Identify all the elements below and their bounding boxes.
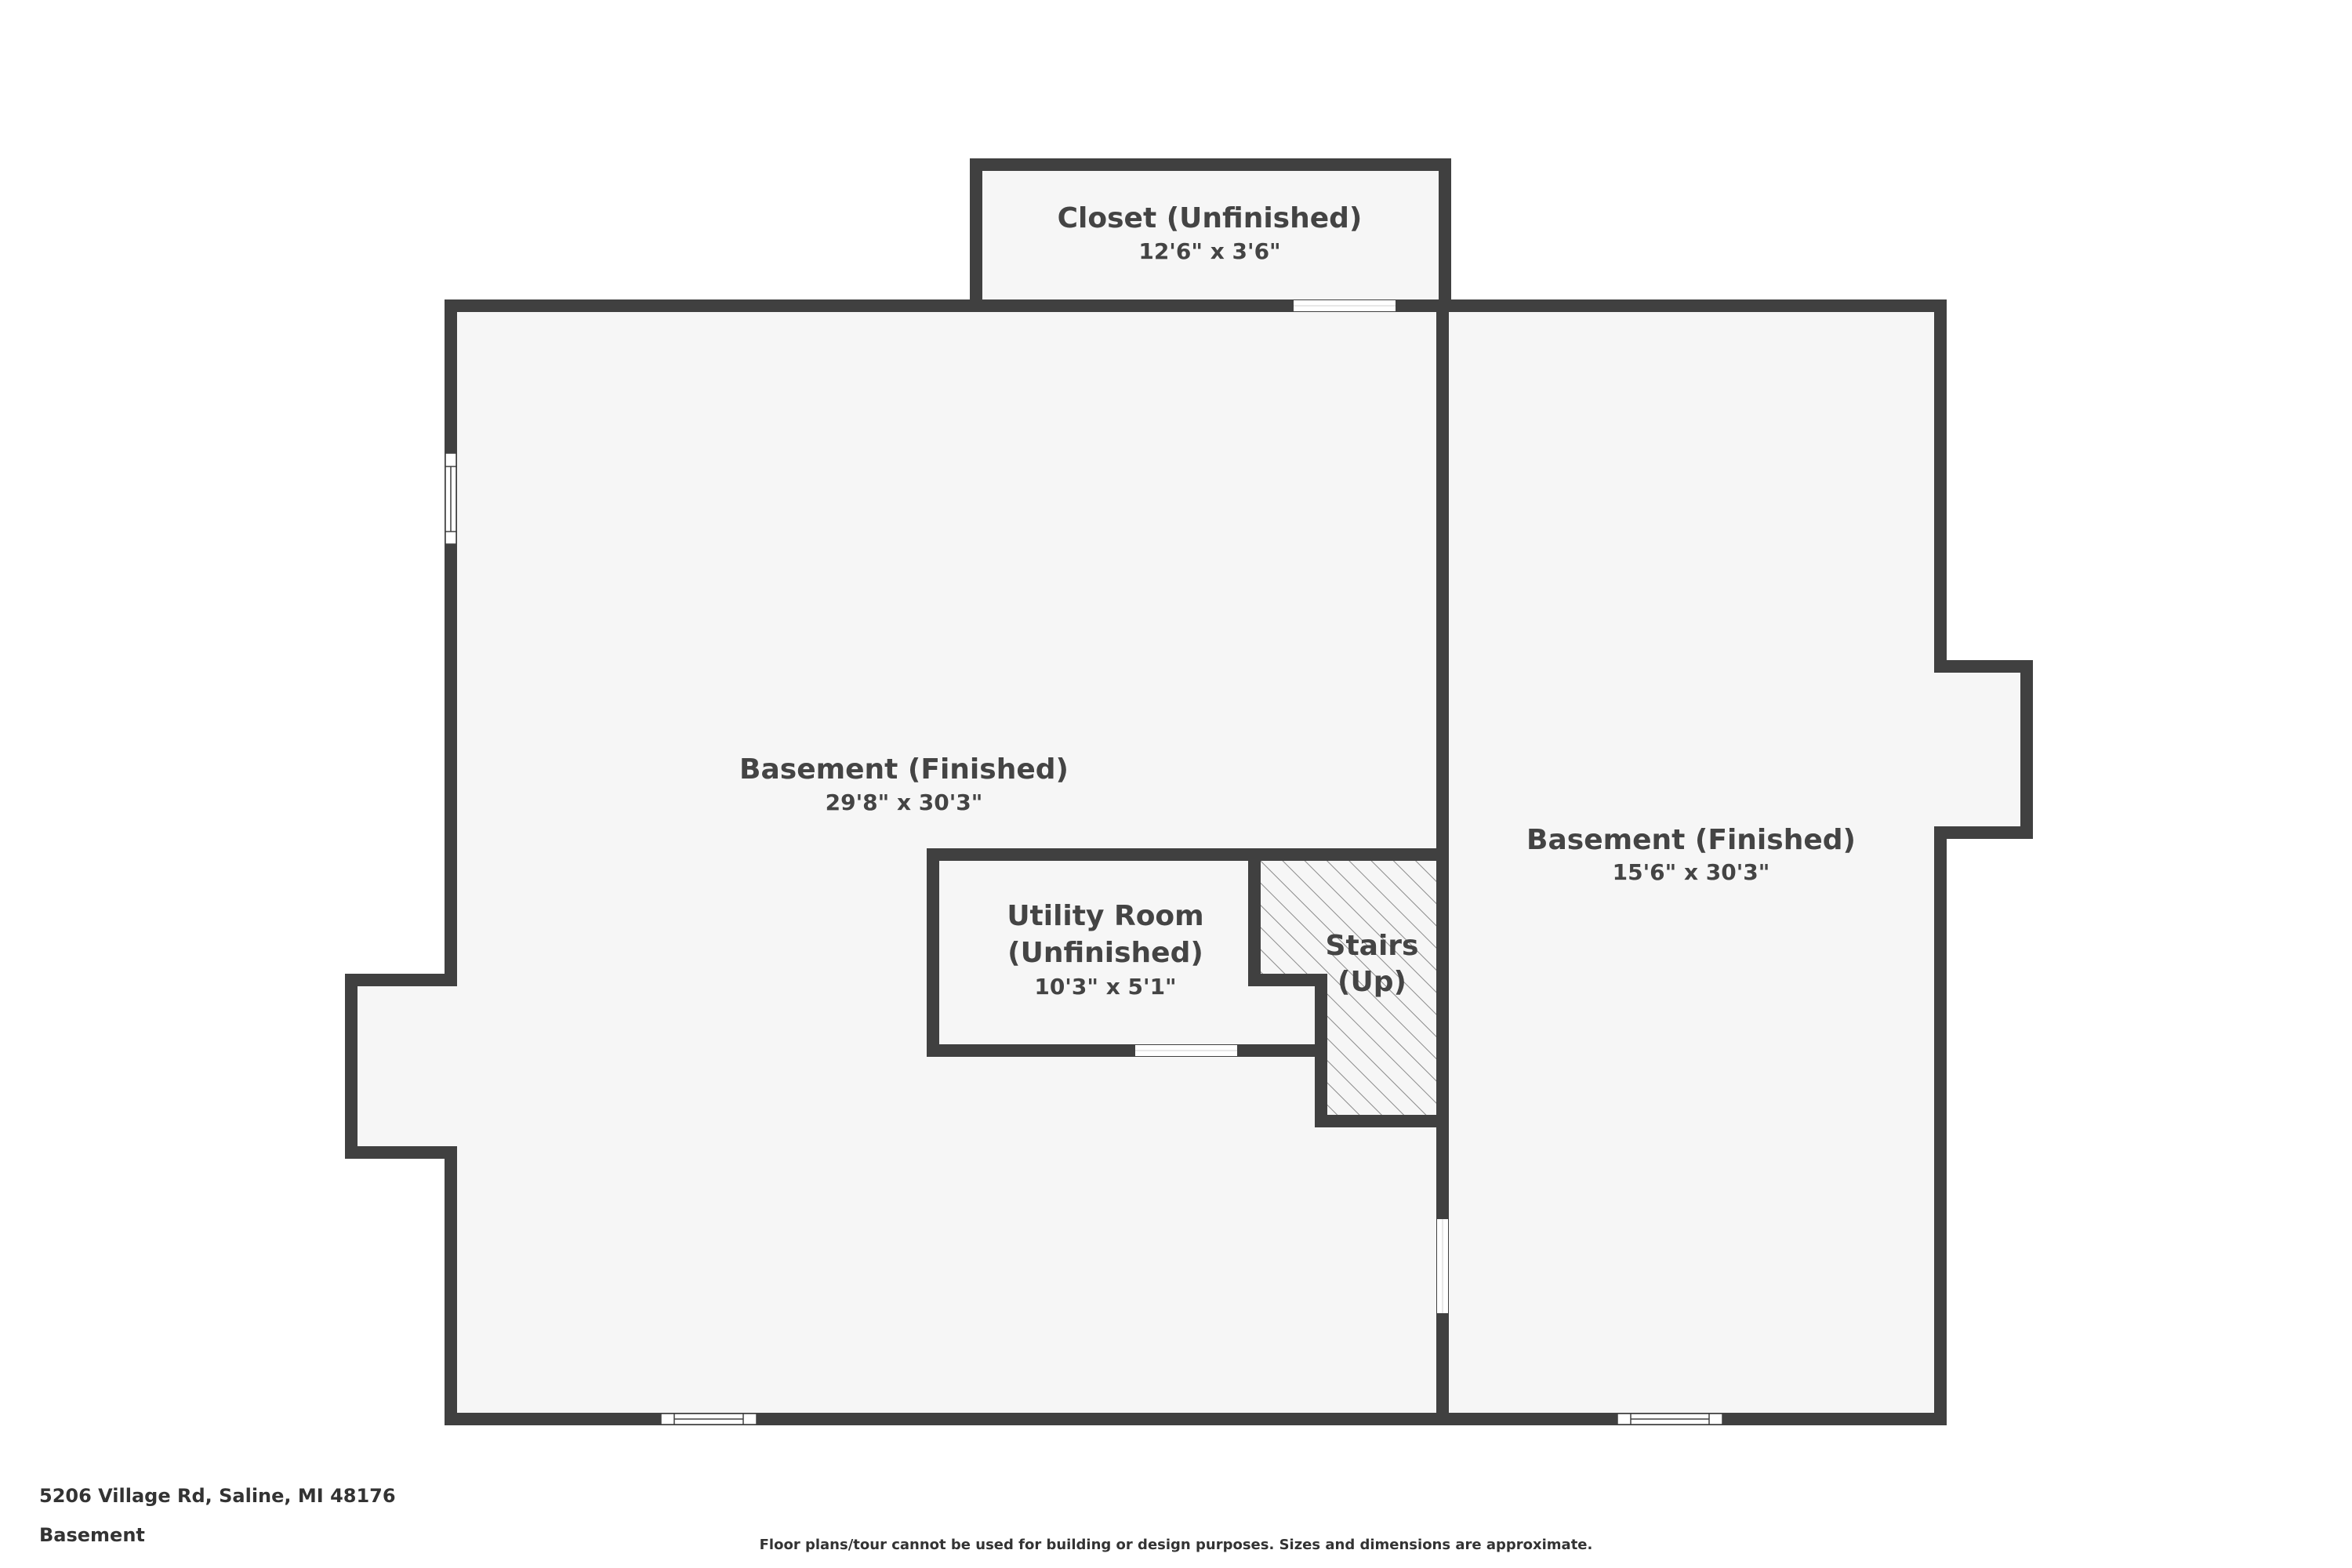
closet-wall bbox=[970, 158, 1451, 312]
room-basement-left-floor bbox=[351, 306, 1443, 1419]
room-closet-floor bbox=[976, 165, 1445, 306]
property-address: 5206 Village Rd, Saline, MI 48176 bbox=[39, 1485, 396, 1507]
stairs-name-line1: Stairs bbox=[1326, 930, 1419, 962]
window-bottom-left bbox=[660, 1413, 757, 1425]
basement-right-dims: 15'6" x 30'3" bbox=[1613, 859, 1770, 885]
closet-dims: 12'6" x 3'6" bbox=[1138, 238, 1280, 264]
basement-left-name: Basement (Finished) bbox=[739, 753, 1069, 786]
window-left-wall bbox=[445, 452, 457, 545]
basement-right-name: Basement (Finished) bbox=[1526, 824, 1856, 856]
window-bottom-right bbox=[1617, 1413, 1723, 1425]
outer-wall-right bbox=[1436, 299, 2033, 1425]
stairs-hatch bbox=[1254, 855, 1443, 1121]
basement-left-dims: 29'8" x 30'3" bbox=[826, 789, 983, 815]
utility-name-line2: (Unfinished) bbox=[1007, 937, 1203, 969]
utility-dims: 10'3" x 5'1" bbox=[1034, 974, 1176, 1000]
room-basement-right-floor bbox=[1443, 306, 2027, 1419]
closet-name: Closet (Unfinished) bbox=[1058, 202, 1363, 234]
floor-name: Basement bbox=[39, 1524, 145, 1546]
utility-name-line1: Utility Room bbox=[1007, 900, 1203, 932]
stairs-name-line2: (Up) bbox=[1338, 966, 1406, 998]
utility-wall bbox=[927, 848, 1449, 1057]
disclaimer-text: Floor plans/tour cannot be used for buil… bbox=[759, 1537, 1593, 1553]
